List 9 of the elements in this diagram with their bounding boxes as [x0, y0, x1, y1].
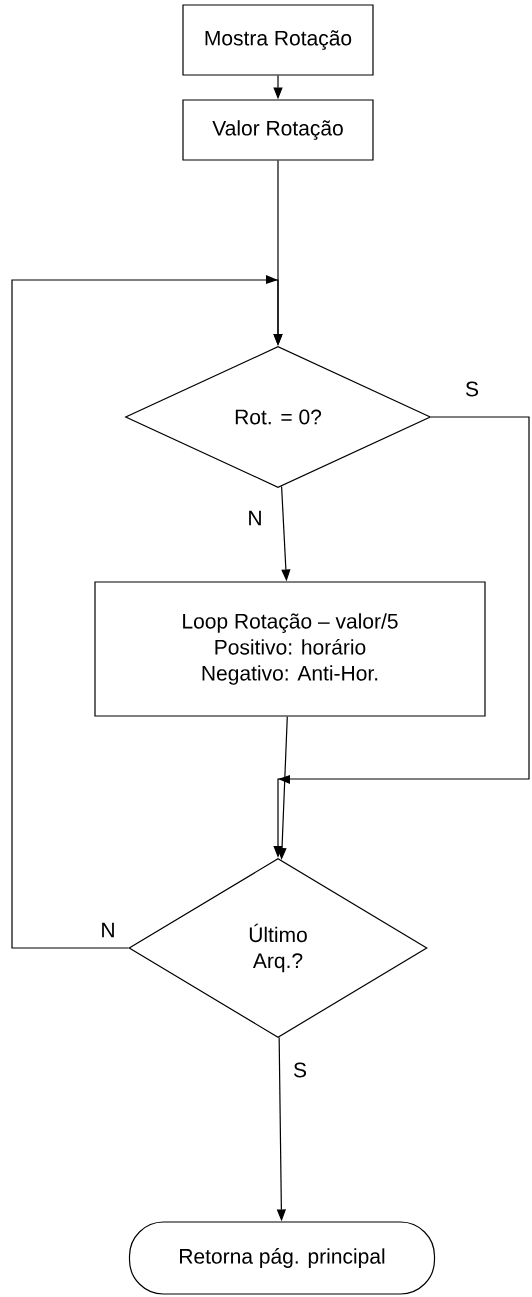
process-box: Loop Rotação – valor/5 Positivo: horário Negativo: Anti-Hor.: [94, 581, 486, 717]
edge-label: N: [99, 921, 117, 939]
terminal-box: Retorna pág. principal: [128, 1221, 436, 1295]
process-box: Mostra Rotação: [182, 4, 374, 76]
edge-label: S: [292, 1061, 308, 1079]
edge-label: S: [464, 380, 480, 398]
process-box: Valor Rotação: [182, 99, 374, 161]
edge-label: N: [246, 509, 264, 527]
arrow: [11, 275, 283, 949]
